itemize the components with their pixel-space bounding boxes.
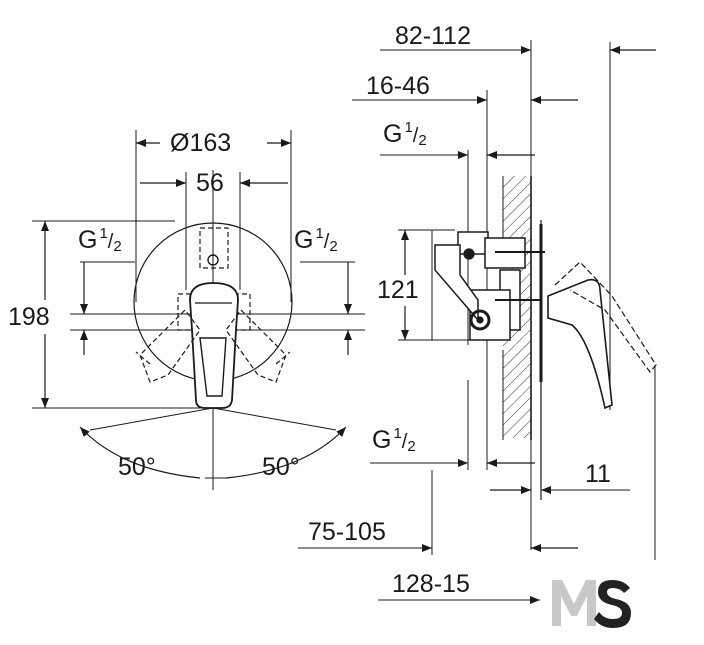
- ms-logo: [548, 574, 638, 630]
- diameter-label: Ø163: [170, 129, 232, 157]
- height-label-198: 198: [8, 303, 50, 331]
- angle-label-right: 50°: [262, 453, 300, 481]
- angle-label-left: 50°: [118, 453, 156, 481]
- offset-label: 11: [585, 460, 611, 488]
- side-view: [298, 40, 657, 604]
- front-view: [32, 130, 365, 490]
- lever-handle: [189, 282, 239, 409]
- wall-range-label: 16-46: [366, 72, 430, 100]
- width-label: 56: [196, 169, 224, 197]
- height-label-121: 121: [377, 276, 419, 304]
- install-range-label: 75-105: [308, 518, 386, 546]
- lever-side: [547, 278, 613, 410]
- depth-range-label: 82-112: [395, 22, 471, 50]
- total-range-label: 128-15: [392, 570, 470, 598]
- ms-logo-mark: [552, 580, 631, 628]
